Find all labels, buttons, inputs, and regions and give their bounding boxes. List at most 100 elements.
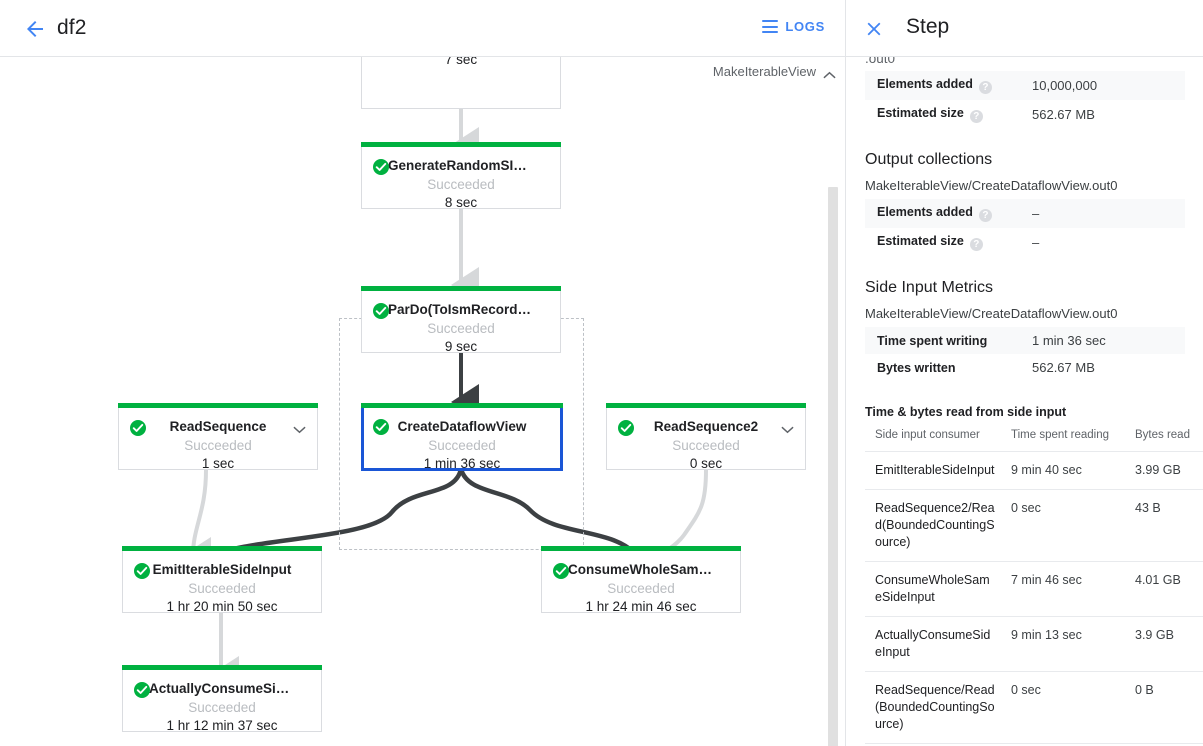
node-status-bar: [361, 403, 563, 408]
chevron-down-icon[interactable]: [781, 421, 794, 434]
metric-label: Elements added?: [865, 199, 1032, 228]
node-status-bar: [606, 403, 806, 408]
node-status: Succeeded: [428, 438, 496, 453]
logs-button[interactable]: LOGS: [756, 16, 831, 37]
node-time: 0 sec: [689, 456, 723, 471]
node-time: 1 sec: [201, 456, 235, 471]
panel-body[interactable]: .out0 Elements added? 10,000,000 Estimat…: [846, 57, 1203, 746]
node-status-bar: [541, 546, 741, 551]
node-time: 1 hr 24 min 46 sec: [585, 599, 697, 614]
node-status: Succeeded: [188, 700, 256, 715]
node-status: Succeeded: [427, 321, 495, 336]
table-row: Time spent writing 1 min 36 sec: [865, 327, 1185, 354]
page-title: df2: [57, 16, 87, 39]
graph-node-partial[interactable]: Succeeded 7 sec: [361, 57, 561, 109]
node-status: Succeeded: [672, 438, 740, 453]
metric-value: 562.67 MB: [1032, 360, 1095, 375]
metric-label: Elements added?: [865, 71, 1032, 100]
node-time: 8 sec: [444, 195, 478, 210]
cell-bytes: 4.01 GB: [1125, 561, 1203, 617]
help-icon[interactable]: ?: [969, 238, 983, 251]
node-status-bar: [361, 142, 561, 147]
metric-value: 1 min 36 sec: [1032, 333, 1106, 348]
cell-time: 9 min 40 sec: [1001, 451, 1125, 490]
table-row: ActuallyConsumeSideInput 9 min 13 sec 3.…: [865, 616, 1203, 672]
side-input-metrics-heading: Side Input Metrics: [865, 279, 994, 296]
node-time: 1 min 36 sec: [423, 456, 501, 471]
graph-node-pardo-toismrecordfor[interactable]: ParDo(ToIsmRecordFor… Succeeded 9 sec: [361, 286, 561, 354]
input-metrics-table: Elements added? 10,000,000 Estimated siz…: [865, 71, 1185, 129]
graph-node-consume-whole-same-side-input[interactable]: ConsumeWholeSameSi… Succeeded 1 hr 24 mi…: [541, 546, 741, 614]
cell-consumer: ConsumeWholeSameSideInput: [865, 561, 1001, 617]
node-title: ActuallyConsumeSideI…: [149, 681, 309, 696]
graph-node-actually-consume-side-input[interactable]: ActuallyConsumeSideI… Succeeded 1 hr 12 …: [122, 665, 322, 733]
close-icon[interactable]: [863, 18, 885, 40]
node-title: EmitIterableSideInput: [152, 562, 292, 577]
success-check-icon: [553, 563, 569, 579]
chevron-up-icon[interactable]: [823, 67, 836, 79]
node-time: 1 hr 20 min 50 sec: [166, 599, 278, 614]
column-header-time[interactable]: Time spent reading: [1001, 423, 1125, 452]
node-status: Succeeded: [184, 438, 252, 453]
cell-consumer: EmitIterableSideInput: [865, 451, 1001, 490]
graph-vertical-scrollbar[interactable]: [828, 187, 838, 746]
help-icon[interactable]: ?: [969, 110, 983, 123]
table-row: EmitIterableSideInput 9 min 40 sec 3.99 …: [865, 451, 1203, 490]
cell-consumer: ReadSequence/Read(BoundedCountingSource): [865, 671, 1001, 744]
side-input-write-metrics-table: Time spent writing 1 min 36 sec Bytes wr…: [865, 327, 1185, 381]
metric-value: 562.67 MB: [1032, 107, 1095, 122]
metric-label-text: Elements added: [877, 77, 973, 91]
table-row: Estimated size? 562.67 MB: [865, 100, 1185, 129]
node-title: ReadSequence2: [653, 419, 759, 434]
back-arrow-icon[interactable]: [22, 17, 48, 41]
metric-value: –: [1032, 235, 1040, 250]
node-status: Succeeded: [607, 581, 675, 596]
column-header-consumer[interactable]: Side input consumer: [865, 423, 1001, 452]
metric-label: Time spent writing: [877, 333, 988, 348]
cell-time: 9 min 13 sec: [1001, 616, 1125, 672]
graph-canvas[interactable]: MakeIterableView Succeeded 7 sec Generat…: [0, 57, 845, 746]
graph-node-generate-random-si-data[interactable]: GenerateRandomSIData Succeeded 8 sec: [361, 142, 561, 210]
help-icon[interactable]: ?: [978, 81, 992, 94]
success-check-icon: [134, 563, 150, 579]
chevron-down-icon[interactable]: [293, 421, 306, 434]
success-check-icon: [373, 303, 389, 319]
metric-label-text: Estimated size: [877, 106, 964, 120]
step-details-panel: Step .out0 Elements added? 10,000,000 Es…: [845, 0, 1203, 746]
column-header-bytes[interactable]: Bytes read: [1125, 423, 1203, 452]
metric-label: Estimated size?: [865, 100, 1032, 129]
top-toolbar: df2 LOGS: [0, 0, 845, 57]
node-title: ReadSequence: [169, 419, 267, 434]
table-row: ReadSequence2/Read(BoundedCountingSource…: [865, 489, 1203, 562]
cell-bytes: 3.9 GB: [1125, 616, 1203, 672]
node-time: 9 sec: [444, 339, 478, 354]
job-graph-pane: df2 LOGS: [0, 0, 845, 746]
cell-bytes: 3.99 GB: [1125, 451, 1203, 490]
node-title: GenerateRandomSIData: [388, 158, 543, 173]
cell-bytes: 43 B: [1125, 489, 1203, 562]
node-status: Succeeded: [188, 581, 256, 596]
help-icon[interactable]: ?: [978, 209, 992, 222]
node-time: 1 hr 12 min 37 sec: [166, 718, 278, 733]
success-check-icon: [373, 419, 389, 435]
output-collections-heading: Output collections: [865, 151, 993, 168]
side-input-read-table: Side input consumer Time spent reading B…: [865, 423, 1203, 744]
metric-value: 10,000,000: [1032, 78, 1098, 93]
cell-bytes: 0 B: [1125, 671, 1203, 744]
graph-node-read-sequence-2[interactable]: ReadSequence2 Succeeded 0 sec: [606, 403, 806, 471]
graph-node-create-dataflow-view[interactable]: CreateDataflowView Succeeded 1 min 36 se…: [361, 403, 563, 471]
success-check-icon: [130, 420, 146, 436]
node-time: 7 sec: [444, 57, 478, 67]
metric-value: –: [1032, 206, 1040, 221]
metric-label: Estimated size?: [865, 228, 1032, 257]
node-status-bar: [122, 665, 322, 670]
panel-header: Step: [846, 0, 1203, 57]
table-row: Elements added? –: [865, 199, 1185, 228]
table-row: ReadSequence/Read(BoundedCountingSource)…: [865, 671, 1203, 744]
graph-node-read-sequence[interactable]: ReadSequence Succeeded 1 sec: [118, 403, 318, 471]
side-input-read-table-title: Time & bytes read from side input: [865, 405, 1067, 419]
clipped-pcollection-name: .out0: [865, 57, 895, 63]
graph-node-emit-iterable-side-input[interactable]: EmitIterableSideInput Succeeded 1 hr 20 …: [122, 546, 322, 614]
node-status-bar: [118, 403, 318, 408]
logs-button-label: LOGS: [785, 19, 825, 34]
